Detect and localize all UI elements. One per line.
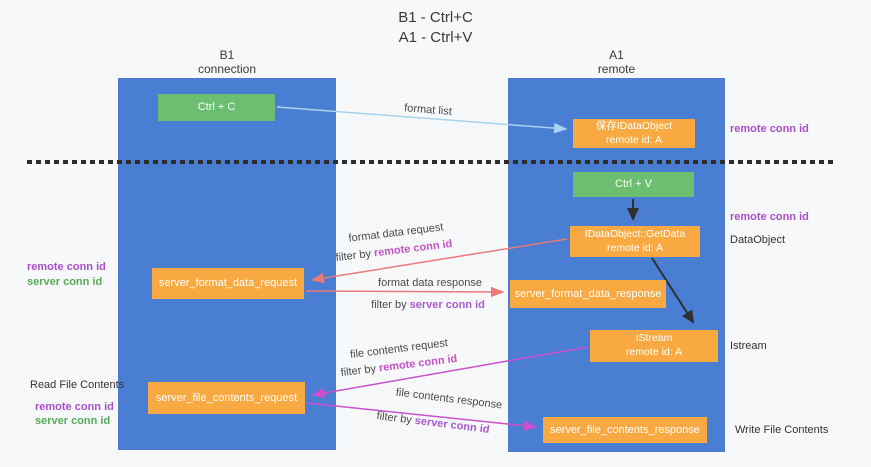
save-idataobject-line2: remote id: A	[605, 133, 663, 146]
server-file-contents-request-label: server_file_contents_request	[155, 391, 298, 404]
server-conn-id-key: server conn id	[409, 299, 485, 311]
title-line-2: A1 - Ctrl+V	[398, 29, 473, 47]
lifeline-header-a1: A1 remote	[508, 48, 725, 77]
left-server-conn-id-bottom: server conn id	[35, 415, 111, 427]
server-format-data-request-label: server_format_data_request	[158, 277, 298, 290]
server-file-contents-request-box: server_file_contents_request	[148, 382, 305, 414]
file-contents-response-label: file contents response	[395, 386, 503, 412]
filter-by-text: filter by	[375, 410, 416, 427]
istream-line1: IStream	[635, 332, 673, 345]
right-remote-conn-id-top: remote conn id	[730, 123, 809, 135]
lifeline-b1-name: B1	[219, 48, 235, 62]
server-format-data-response-label: server_format_data_response	[514, 287, 662, 300]
ctrl-v-action-box: Ctrl + V	[573, 172, 694, 197]
server-file-contents-response-label: server_file_contents_response	[550, 423, 700, 436]
right-remote-conn-id-mid: remote conn id	[730, 211, 809, 223]
left-remote-conn-id-bottom: remote conn id	[35, 401, 114, 413]
write-file-contents-label: Write File Contents	[735, 424, 829, 436]
phase-divider-dashed-line	[27, 160, 833, 164]
getdata-line2: remote id: A	[606, 241, 664, 254]
server-conn-id-key: server conn id	[414, 414, 491, 436]
server-file-contents-response-box: server_file_contents_response	[543, 417, 707, 443]
dataobject-label: DataObject	[730, 234, 786, 246]
lifeline-b1-role: connection	[197, 62, 257, 77]
istream-box: IStream remote id: A	[590, 330, 718, 362]
idataobject-getdata-box: IDataObject::GetData remote id: A	[570, 226, 700, 257]
left-remote-conn-id-top: remote conn id	[27, 261, 106, 273]
left-server-conn-id-top: server conn id	[27, 276, 103, 288]
save-idataobject-box: 保存IDataObject remote id: A	[573, 119, 695, 148]
istream-side-label: Istream	[730, 340, 767, 352]
filter-by-text: filter by	[371, 299, 410, 311]
lifeline-header-b1: B1 connection	[118, 48, 336, 77]
getdata-line1: IDataObject::GetData	[584, 227, 686, 240]
ctrl-v-label: Ctrl + V	[615, 178, 652, 191]
server-format-data-request-box: server_format_data_request	[152, 268, 304, 299]
format-data-response-label: format data response	[378, 277, 482, 289]
filter-by-text: filter by	[335, 247, 375, 265]
lifeline-a1-role: remote	[597, 62, 636, 77]
format-response-filter-label: filter by server conn id	[371, 299, 485, 311]
save-idataobject-line1: 保存IDataObject	[595, 119, 673, 132]
ctrl-c-action-box: Ctrl + C	[158, 94, 275, 121]
title-line-1: B1 - Ctrl+C	[398, 9, 473, 26]
file-response-filter-label: filter by server conn id	[376, 410, 490, 436]
ctrl-c-label: Ctrl + C	[197, 101, 236, 114]
lifeline-a1-name: A1	[609, 48, 624, 62]
format-list-label: format list	[403, 102, 453, 118]
server-format-data-response-box: server_format_data_response	[510, 280, 666, 308]
remote-conn-id-key: remote conn id	[373, 237, 453, 260]
istream-line2: remote id: A	[625, 346, 683, 358]
diagram-title: B1 - Ctrl+C A1 - Ctrl+V	[0, 8, 871, 49]
read-file-contents-label: Read File Contents	[30, 379, 125, 391]
filter-by-text: filter by	[340, 362, 380, 380]
